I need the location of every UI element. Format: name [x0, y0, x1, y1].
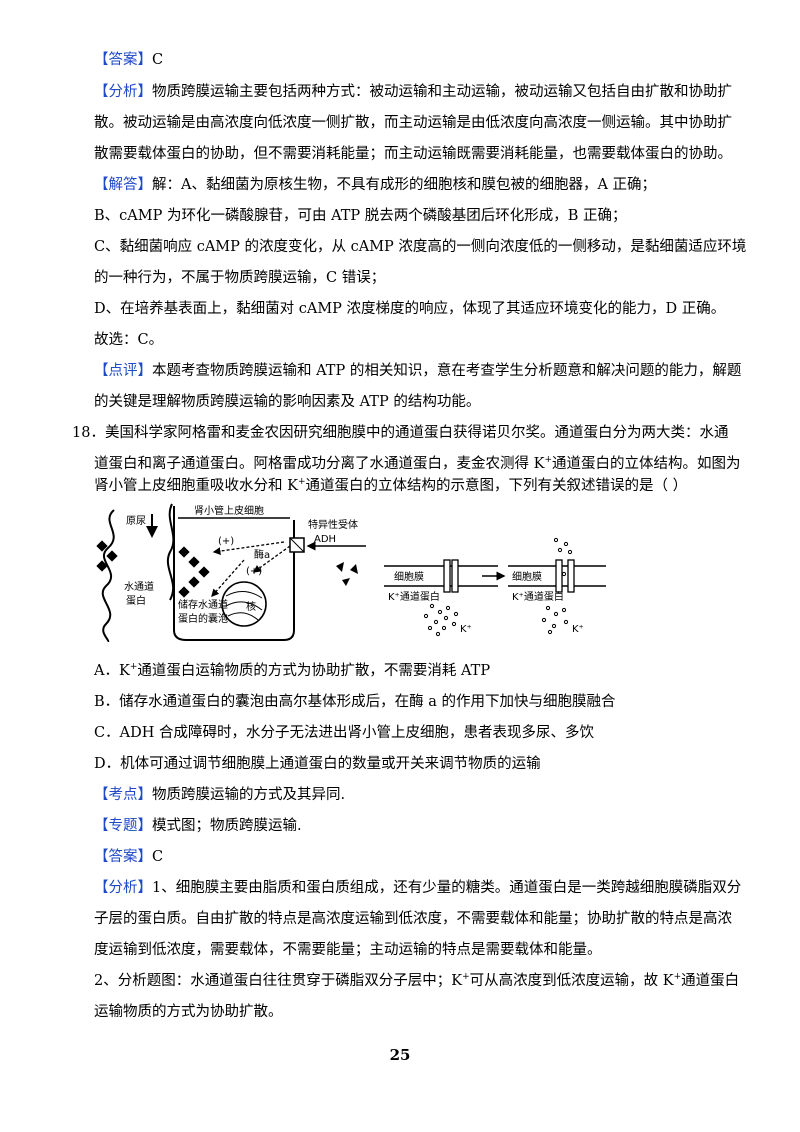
option-a-sup: + — [129, 662, 138, 673]
kidney-channel-diagram: 原尿 水通道 蛋白 肾小管上皮细胞 核 (+) (+) 酶a 储存水通道 蛋白的… — [96, 503, 606, 642]
analysis2-l4-sup2: + — [673, 972, 682, 983]
q18-l2-sup: + — [544, 455, 552, 466]
comment-tag: 【点评】 — [94, 363, 152, 379]
label-yuanniao: 原尿 — [126, 515, 146, 527]
question-18-line-3: 肾小管上皮细胞重吸收水分和 K+通道蛋白的立体结构的示意图，下列有关叙述错误的是… — [94, 476, 687, 496]
label-membrane-2: 细胞膜 — [512, 570, 542, 583]
option-d: D．机体可通过调节细胞膜上通道蛋白的数量或开关来调节物质的运输 — [94, 756, 541, 772]
label-water-channel-2: 蛋白 — [126, 594, 146, 607]
solution-line-1: 【解答】解：A、黏细菌为原核生物，不具有成形的细胞核和膜包被的细胞器，A 正确； — [94, 175, 656, 195]
answer-tag-2: 【答案】 — [94, 849, 152, 865]
answer-tag: 【答案】 — [94, 52, 152, 68]
topic-text: 模式图；物质跨膜运输. — [152, 818, 302, 834]
comment-text: 本题考查物质跨膜运输和 ATP 的相关知识，意在考查学生分析题意和解决问题的能力… — [152, 363, 742, 379]
option-a-post: 通道蛋白运输物质的方式为协助扩散，不需要消耗 ATP — [137, 663, 491, 679]
analysis2-l4-a: 2、分析题图：水通道蛋白往往贯穿于磷脂双分子层中；K — [94, 973, 463, 989]
analysis-line-2: 散。被动运输是由高浓度向低浓度一侧扩散，而主动运输是由低浓度向高浓度一侧运输。其… — [94, 115, 732, 131]
k-channel-closed: 细胞膜 K⁺通道蛋白 K⁺ — [384, 559, 498, 637]
topic-tag: 【专题】 — [94, 818, 152, 834]
nucleus — [221, 581, 267, 627]
analysis-line-1: 【分析】物质跨膜运输主要包括两种方式：被动运输和主动运输，被动运输又包括自由扩散… — [94, 82, 732, 102]
solution-line-5: D、在培养基表面上，黏细菌对 cAMP 浓度梯度的响应，体现了其适应环境变化的能… — [94, 301, 726, 317]
point-text: 物质跨膜运输的方式及其异同. — [152, 787, 346, 803]
topic-line: 【专题】模式图；物质跨膜运输. — [94, 816, 302, 836]
analysis-tag: 【分析】 — [94, 84, 152, 100]
analysis2-l4-c: 通道蛋白 — [681, 973, 740, 989]
point-tag: 【考点】 — [94, 787, 152, 803]
tubule-cell-outline — [173, 506, 295, 641]
q18-l3-sup: + — [297, 477, 306, 488]
analysis2-line-3: 度运输到低浓度，需要载体，不需要能量；主动运输的特点是需要载体和能量。 — [94, 942, 602, 958]
label-k-ion-1: K⁺ — [460, 624, 472, 635]
label-water-channel-1: 水通道 — [124, 580, 154, 593]
analysis-text: 物质跨膜运输主要包括两种方式：被动运输和主动运输，被动运输又包括自由扩散和协助扩 — [152, 84, 732, 100]
option-a-pre: A．K — [94, 663, 130, 679]
label-k-channel-2: K⁺通道蛋白 — [512, 590, 564, 603]
answer-text-2: C — [152, 849, 164, 865]
option-b: B．储存水通道蛋白的囊泡由高尔基体形成后，在酶 a 的作用下加快与细胞膜融合 — [94, 694, 616, 710]
solution-text: 解：A、黏细菌为原核生物，不具有成形的细胞核和膜包被的细胞器，A 正确； — [152, 177, 657, 193]
label-receptor: 特异性受体 — [308, 518, 358, 531]
point-line: 【考点】物质跨膜运输的方式及其异同. — [94, 785, 345, 805]
solution-line-6: 故选：C。 — [94, 332, 164, 348]
label-plus-1: (+) — [218, 536, 234, 547]
adh-molecules — [336, 562, 358, 586]
answer-text: C — [152, 52, 164, 68]
lumen-membrane — [101, 509, 115, 642]
analysis2-line-4: 2、分析题图：水通道蛋白往往贯穿于磷脂双分子层中；K+可从高浓度到低浓度运输，故… — [94, 971, 739, 991]
analysis2-line-1: 【分析】1、细胞膜主要由脂质和蛋白质组成，还有少量的糖类。通道蛋白是一类跨越细胞… — [94, 878, 741, 898]
label-adh: ADH — [314, 534, 336, 545]
label-nucleus: 核 — [246, 600, 256, 613]
answer-line-1: 【答案】C — [94, 50, 163, 70]
solution-line-2: B、cAMP 为环化一磷酸腺苷，可由 ATP 脱去两个磷酸基团后环化形成，B 正… — [94, 208, 627, 224]
solution-line-4: 的一种行为，不属于物质跨膜运输，C 错误； — [94, 270, 386, 286]
solution-line-3: C、黏细菌响应 cAMP 的浓度变化，从 cAMP 浓度高的一侧向浓度低的一侧移… — [94, 239, 747, 255]
label-vesicle-1: 储存水通道 — [178, 598, 228, 611]
analysis2-l4-b: 可从高浓度到低浓度运输，故 K — [469, 973, 674, 989]
label-plus-2: (+) — [246, 566, 262, 577]
label-vesicle-2: 蛋白的囊泡 — [178, 612, 228, 625]
analysis-tag-2: 【分析】 — [94, 880, 152, 896]
question-18-line-1: 18．美国科学家阿格雷和麦金农因研究细胞膜中的通道蛋白获得诺贝尔奖。通道蛋白分为… — [72, 425, 729, 441]
analysis2-text: 1、细胞膜主要由脂质和蛋白质组成，还有少量的糖类。通道蛋白是一类跨越细胞膜磷脂双… — [152, 880, 742, 896]
label-k-channel-1: K⁺通道蛋白 — [388, 590, 440, 603]
solution-tag: 【解答】 — [94, 177, 152, 193]
option-a: A．K+通道蛋白运输物质的方式为协助扩散，不需要消耗 ATP — [94, 661, 490, 681]
q18-l3-part-a: 肾小管上皮细胞重吸收水分和 K — [94, 478, 298, 494]
page-number: 25 — [389, 1046, 411, 1064]
answer-line-2: 【答案】C — [94, 847, 163, 867]
q18-l3-part-b: 通道蛋白的立体结构的示意图，下列有关叙述错误的是（ ） — [305, 478, 688, 494]
analysis2-l4-sup: + — [462, 972, 470, 983]
question-18-line-2: 道蛋白和离子通道蛋白。阿格雷成功分离了水通道蛋白，麦金农测得 K+通道蛋白的立体… — [94, 454, 741, 474]
q18-l2-part-a: 道蛋白和离子通道蛋白。阿格雷成功分离了水通道蛋白，麦金农测得 K — [94, 456, 545, 472]
label-tubule-cell: 肾小管上皮细胞 — [194, 504, 264, 517]
analysis2-line-5: 运输物质的方式为协助扩散。 — [94, 1004, 283, 1020]
comment-line-1: 【点评】本题考查物质跨膜运输和 ATP 的相关知识，意在考查学生分析题意和解决问… — [94, 361, 741, 381]
comment-line-2: 的关键是理解物质跨膜运输的影响因素及 ATP 的结构功能。 — [94, 394, 481, 410]
label-enzyme-a: 酶a — [254, 548, 270, 561]
analysis-line-3: 散需要载体蛋白的协助，但不需要消耗能量；而主动运输既需要消耗能量，也需要载体蛋白… — [94, 146, 732, 162]
water-channel-vesicle — [178, 546, 210, 598]
label-k-ion-2: K⁺ — [572, 624, 584, 635]
analysis2-line-2: 子层的蛋白质。自由扩散的特点是高浓度运输到低浓度，不需要载体和能量；协助扩散的特… — [94, 911, 732, 927]
k-channel-open: 细胞膜 K⁺通道蛋白 K⁺ — [508, 537, 606, 635]
option-c: C．ADH 合成障碍时，水分子无法进出肾小管上皮细胞，患者表现多尿、多饮 — [94, 725, 594, 741]
q18-l2-part-b: 通道蛋白的立体结构。如图为 — [552, 456, 741, 472]
label-membrane-1: 细胞膜 — [394, 570, 424, 583]
